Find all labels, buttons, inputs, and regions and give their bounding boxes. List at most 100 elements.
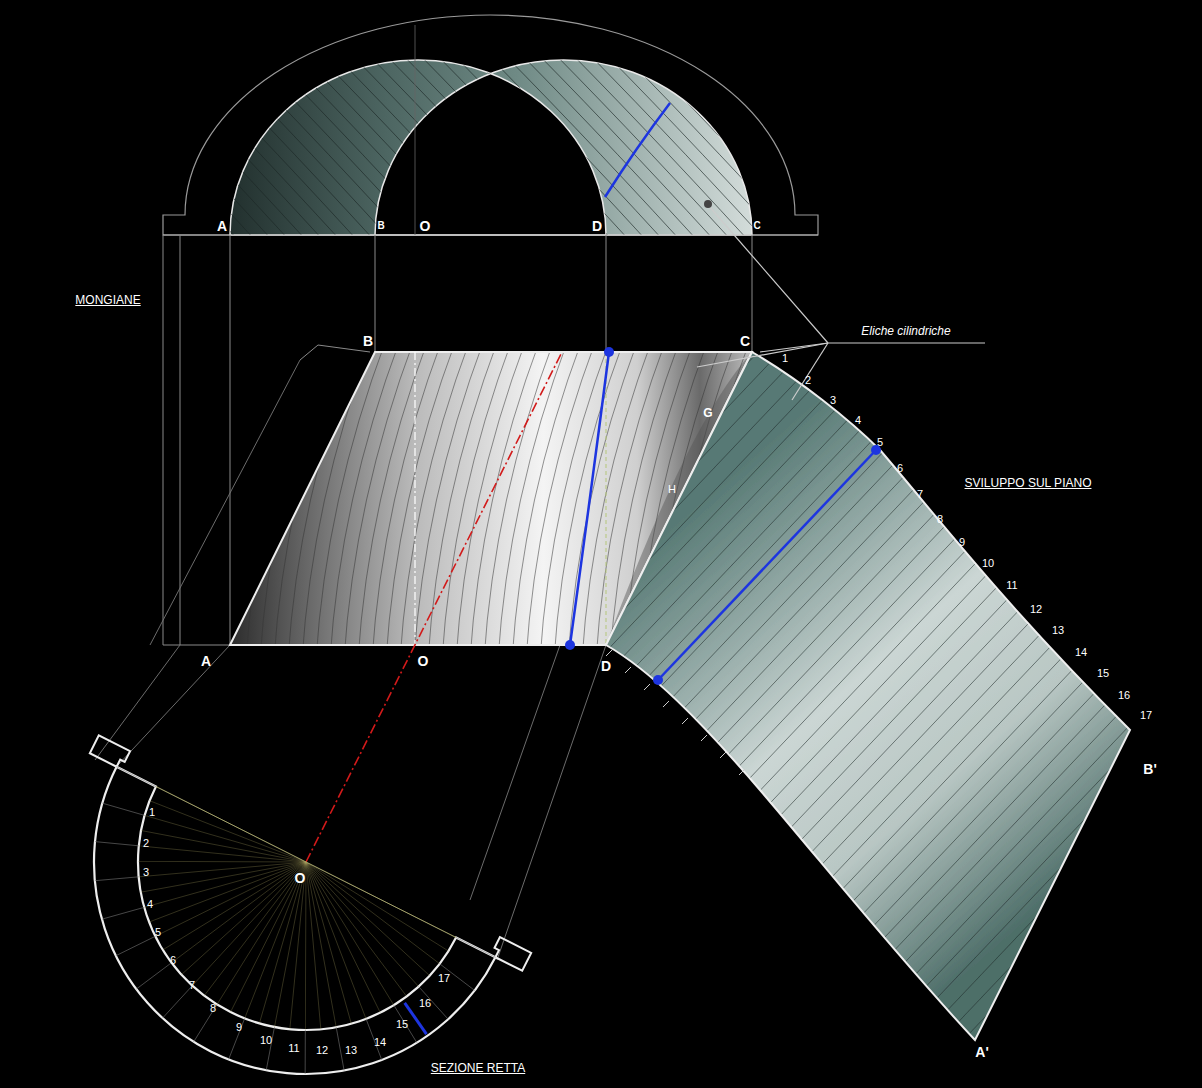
helix-line [89, 30, 289, 240]
division-number: 1 [149, 807, 155, 818]
helix-line [445, 105, 905, 590]
helix-line [21, 30, 221, 240]
leader-line [828, 343, 985, 344]
right-section [90, 735, 531, 1074]
helix-line [1113, 745, 1202, 1088]
division-number: 8 [937, 514, 943, 525]
leader-line [792, 343, 828, 400]
projection-line [230, 235, 231, 645]
division-ray [305, 862, 307, 1030]
division-number: 2 [805, 375, 811, 386]
helix-line [259, 30, 459, 240]
division-ray [306, 862, 456, 937]
helix-line [664, 314, 1124, 799]
helix-line [246, 340, 316, 660]
helix-line [998, 635, 1202, 1088]
division-ray [306, 862, 419, 987]
voussoir-joint [229, 1018, 245, 1059]
projection-line [163, 645, 230, 646]
helix-line [414, 340, 484, 660]
point-label: A [201, 654, 211, 668]
projection-line [606, 235, 607, 352]
helix-line [629, 281, 1089, 766]
projection-line [752, 235, 753, 352]
helix-line [364, 27, 824, 512]
helix-line [218, 340, 288, 660]
helix-line [0, 30, 68, 240]
axis-line [415, 25, 416, 235]
helix-line [491, 149, 951, 634]
voussoir-joint [95, 842, 139, 846]
helix-line [1159, 789, 1202, 1088]
helix-line [860, 502, 1202, 987]
helix-line [871, 513, 1202, 998]
helix-line [316, 340, 386, 660]
helix-line [1044, 679, 1202, 1088]
projection-line [497, 645, 606, 960]
helix-line [1136, 767, 1202, 1088]
helix-line [260, 340, 330, 660]
division-ray [306, 862, 440, 964]
voussoir-joint [336, 1027, 344, 1070]
division-number: 3 [143, 867, 149, 878]
division-number: 3 [830, 395, 836, 406]
voussoir-joint [95, 877, 139, 881]
point-label: C [740, 334, 750, 348]
helix-line [633, 30, 833, 240]
division-ray [181, 862, 306, 975]
helix-line [204, 340, 274, 660]
helix-line [288, 340, 358, 660]
division-number: 6 [170, 955, 176, 966]
helix-line [0, 30, 187, 240]
point-label: G [703, 407, 712, 419]
helix-line [572, 226, 1032, 711]
helix-line [952, 590, 1202, 1075]
helix-line [344, 30, 544, 240]
helix-line [514, 171, 974, 656]
helix-line [721, 370, 1181, 855]
division-ray [150, 801, 306, 862]
division-number: 12 [1030, 604, 1042, 615]
division-number: 9 [236, 1022, 242, 1033]
helix-line [318, 0, 778, 468]
projection-line [470, 645, 560, 900]
helix-line [888, 30, 1088, 240]
helix-line [470, 340, 540, 660]
helix-line [310, 30, 510, 240]
point-label: B' [1143, 762, 1156, 776]
point-label: D [592, 219, 602, 233]
helix-line [456, 340, 526, 660]
division-number: 9 [959, 537, 965, 548]
helix-line [0, 30, 153, 240]
helix-line [813, 458, 1202, 943]
division-number: 15 [396, 1019, 408, 1030]
division-number: 5 [877, 437, 883, 448]
helix-line [975, 612, 1202, 1088]
helix-line [929, 568, 1202, 1053]
helix-line [595, 248, 1055, 733]
callout-note: Eliche cilindriche [861, 325, 950, 337]
tick-mark [606, 650, 612, 656]
helix-line [72, 30, 272, 240]
helix-line [650, 30, 850, 240]
arch-ring [230, 60, 752, 235]
helix-line [548, 204, 1008, 689]
helix-line [134, 340, 204, 660]
helix-line [752, 30, 952, 240]
voussoir-joint [305, 1030, 306, 1074]
helix-line [871, 30, 1071, 240]
division-number: 16 [1118, 690, 1130, 701]
helix-line [242, 30, 442, 240]
point-label: C [753, 221, 760, 231]
helix-line [38, 30, 238, 240]
helix-line [735, 30, 935, 240]
helix-line [353, 16, 813, 501]
helix-line [0, 30, 119, 240]
helix-line [1009, 646, 1202, 1088]
helix-line [554, 340, 624, 660]
development-outline [606, 352, 1130, 1040]
division-ray [172, 862, 306, 963]
division-number: 10 [982, 558, 994, 569]
point-label: A' [975, 1045, 988, 1059]
point-label: A [217, 219, 227, 233]
